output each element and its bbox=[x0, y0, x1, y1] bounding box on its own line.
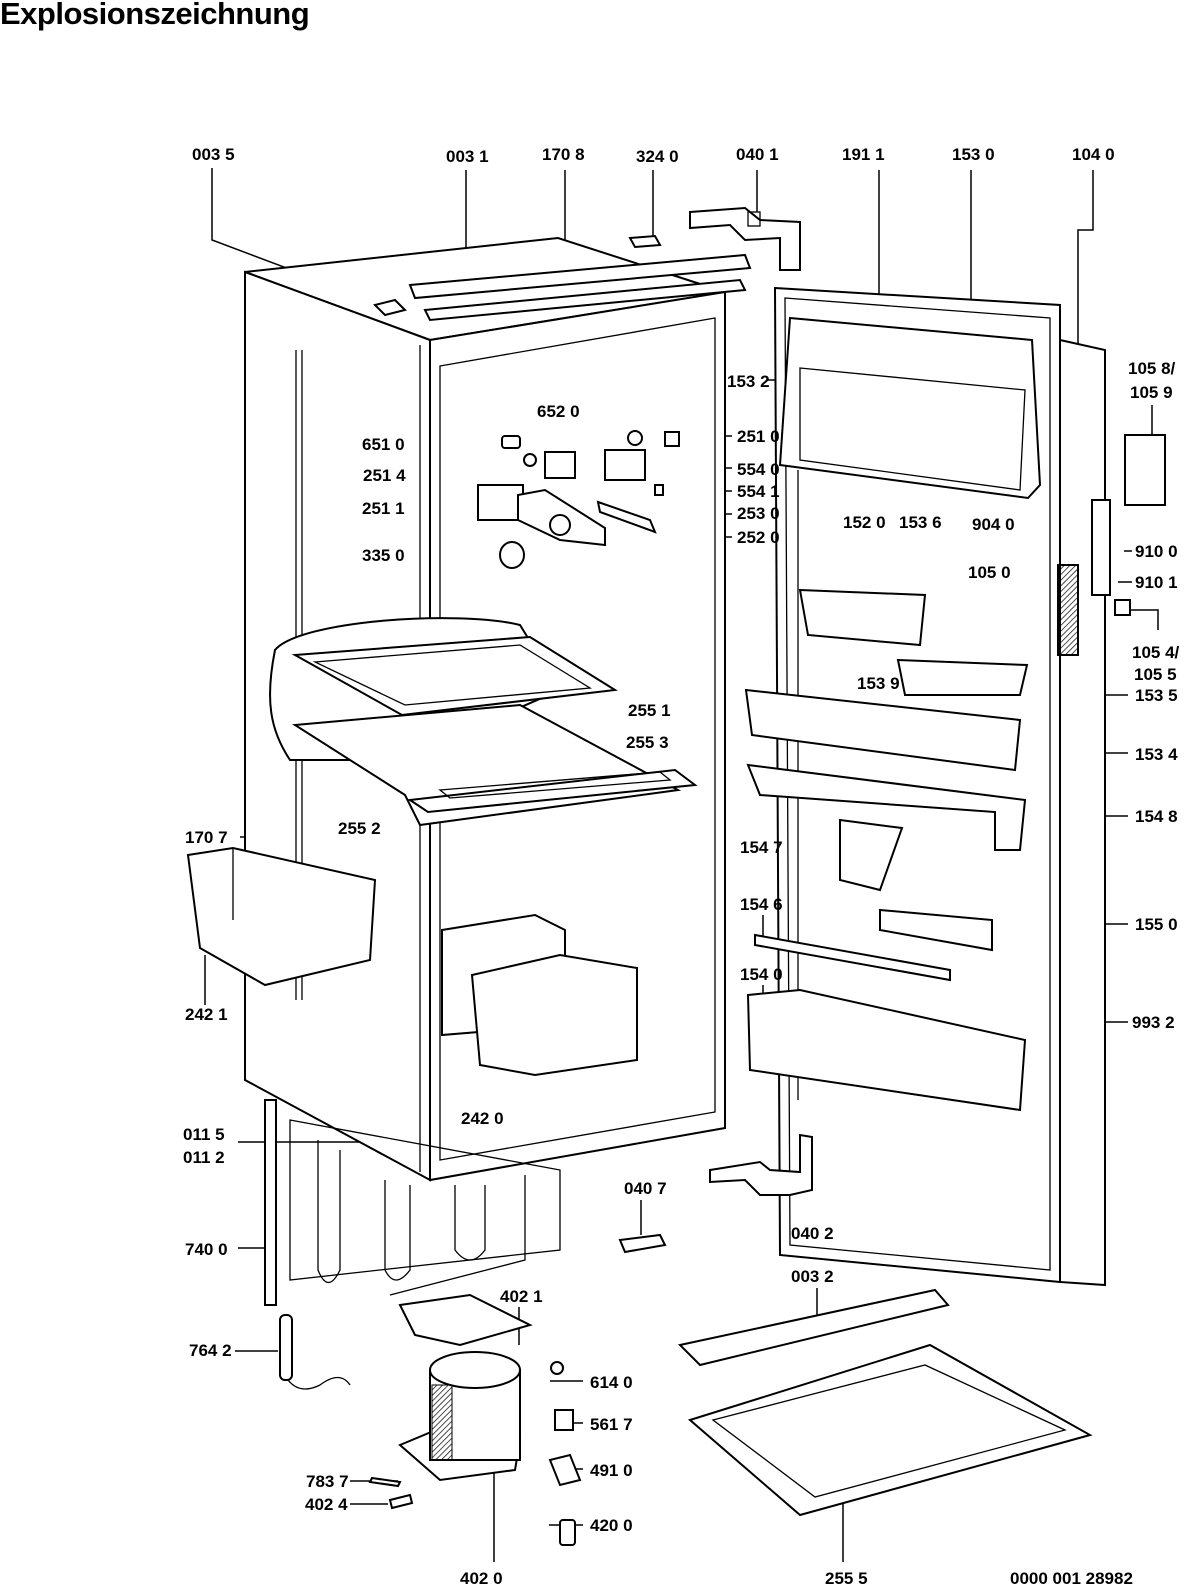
part-label: 402 1 bbox=[500, 1287, 543, 1306]
drawing-number: 0000 001 28982 bbox=[1010, 1569, 1133, 1587]
part-label: 554 0 bbox=[737, 460, 780, 479]
part-label: 255 3 bbox=[626, 733, 669, 752]
part-label: 153 2 bbox=[727, 372, 770, 391]
part-label: 152 0 bbox=[843, 513, 886, 532]
bottom-parts bbox=[677, 1288, 1093, 1517]
part-label: 242 1 bbox=[185, 1005, 228, 1024]
part-label: 554 1 bbox=[737, 482, 780, 501]
part-label: 191 1 bbox=[842, 145, 885, 164]
part-label: 252 0 bbox=[737, 528, 780, 547]
hinge-components bbox=[1057, 434, 1166, 656]
part-label: 783 7 bbox=[306, 1472, 349, 1491]
part-label: 003 5 bbox=[192, 145, 235, 164]
part-label: 740 0 bbox=[185, 1240, 228, 1259]
part-label: 170 8 bbox=[542, 145, 585, 164]
part-label: 040 7 bbox=[624, 1179, 667, 1198]
part-label: 155 0 bbox=[1135, 915, 1178, 934]
part-label: 242 0 bbox=[461, 1109, 504, 1128]
part-label: 154 7 bbox=[740, 838, 783, 857]
part-label: 651 0 bbox=[362, 435, 405, 454]
part-label: 104 0 bbox=[1072, 145, 1115, 164]
part-label: 255 5 bbox=[825, 1569, 868, 1587]
part-label: 251 0 bbox=[737, 427, 780, 446]
glass-shelves bbox=[291, 635, 698, 827]
part-label: 040 2 bbox=[791, 1224, 834, 1243]
condenser bbox=[264, 1099, 561, 1306]
part-label: 105 8/ bbox=[1128, 359, 1176, 378]
part-label: 251 4 bbox=[363, 466, 406, 485]
part-label: 154 0 bbox=[740, 965, 783, 984]
control-assembly bbox=[477, 430, 680, 569]
upper-hinge bbox=[689, 206, 801, 271]
crisper-box-inner bbox=[441, 913, 638, 1077]
compressor-group bbox=[279, 1293, 582, 1546]
part-label: 003 2 bbox=[791, 1267, 834, 1286]
part-label: 324 0 bbox=[636, 147, 679, 166]
top-strips bbox=[373, 234, 752, 322]
part-label: 154 6 bbox=[740, 895, 783, 914]
part-label: 253 0 bbox=[737, 504, 780, 523]
part-label: 153 5 bbox=[1135, 686, 1178, 705]
crisper-box-left bbox=[186, 846, 377, 987]
part-label: 402 0 bbox=[460, 1569, 503, 1587]
part-label: 011 5 bbox=[183, 1125, 225, 1144]
part-label: 335 0 bbox=[362, 546, 405, 565]
part-label: 153 0 bbox=[952, 145, 995, 164]
part-label: 153 4 bbox=[1135, 745, 1178, 764]
part-label: 040 1 bbox=[736, 145, 779, 164]
part-label: 153 9 bbox=[857, 674, 900, 693]
part-label: 170 7 bbox=[185, 828, 228, 847]
part-label: 011 2 bbox=[183, 1148, 225, 1167]
door-bins bbox=[744, 316, 1042, 1112]
part-label: 561 7 bbox=[590, 1415, 633, 1434]
part-labels: 003 5 003 1 170 8 324 0 040 1 191 1 153 0 104 0… bbox=[183, 145, 1180, 1587]
part-label: 003 1 bbox=[446, 147, 489, 166]
part-label: 993 2 bbox=[1132, 1013, 1175, 1032]
part-label: 251 1 bbox=[362, 499, 405, 518]
part-label: 910 0 bbox=[1135, 542, 1178, 561]
part-label: 402 4 bbox=[305, 1495, 348, 1514]
part-label: 491 0 bbox=[590, 1461, 633, 1480]
page-title: Explosionszeichnung bbox=[0, 0, 310, 31]
part-label: 614 0 bbox=[590, 1373, 633, 1392]
part-label: 255 1 bbox=[628, 701, 671, 720]
part-label: 652 0 bbox=[537, 402, 580, 421]
lower-hinge bbox=[618, 1133, 813, 1254]
part-label: 105 9 bbox=[1130, 383, 1173, 402]
part-label: 153 6 bbox=[899, 513, 942, 532]
part-label: 105 4/ bbox=[1132, 643, 1180, 662]
part-label: 420 0 bbox=[590, 1516, 633, 1535]
part-label: 904 0 bbox=[972, 515, 1015, 534]
part-label: 154 8 bbox=[1135, 807, 1178, 826]
part-label: 105 5 bbox=[1134, 665, 1177, 684]
part-label: 764 2 bbox=[189, 1341, 232, 1360]
part-label: 255 2 bbox=[338, 819, 381, 838]
part-label: 910 1 bbox=[1135, 573, 1178, 592]
part-label: 105 0 bbox=[968, 563, 1011, 582]
